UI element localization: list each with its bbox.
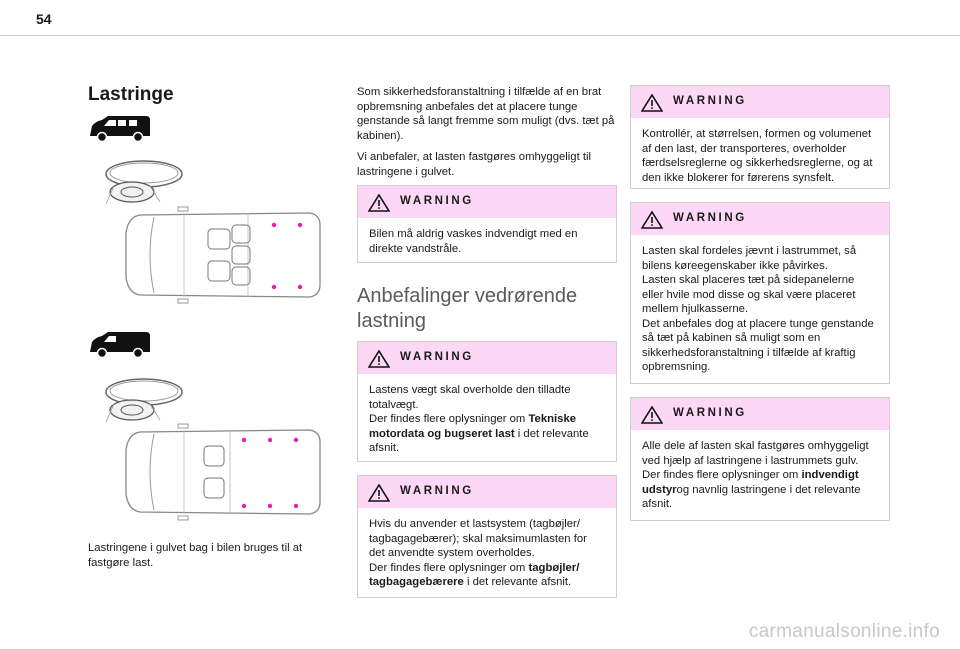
intro-paragraph: Som sikkerhedsforanstaltning i tilfælde …	[357, 86, 615, 142]
warning-header: WARNING	[631, 203, 889, 235]
warning-triangle-icon	[641, 94, 663, 112]
van-passenger-silhouette-icon	[90, 116, 150, 143]
warning-text: Lastens vægt skal overholde den tilladte…	[369, 384, 571, 411]
reference-link: Tekniske motordata og bugseret last	[369, 413, 577, 440]
warning-box-6: WARNING Alle dele af lasten skal fastgør…	[630, 397, 890, 521]
warning-triangle-icon	[368, 350, 390, 368]
warning-triangle-icon	[368, 484, 390, 502]
warning-text: Kontrollér, at størrelsen, formen og vol…	[642, 128, 873, 184]
van-cargo-silhouette-icon	[90, 332, 150, 359]
warning-label: WARNING	[400, 195, 474, 207]
vehicle-top-view-passenger	[125, 206, 321, 304]
warning-box-4: WARNING Kontrollér, at størrelsen, forme…	[630, 85, 890, 189]
warning-label: WARNING	[673, 95, 747, 107]
watermark: carmanualsonline.info	[748, 621, 940, 642]
warning-label: WARNING	[400, 485, 474, 497]
warning-box-2: WARNING Lastens vægt skal overholde den …	[357, 341, 617, 462]
warning-label: WARNING	[400, 351, 474, 363]
warning-box-3: WARNING Hvis du anvender et lastsystem (…	[357, 475, 617, 598]
warning-header: WARNING	[358, 342, 616, 374]
warning-triangle-icon	[368, 194, 390, 212]
reference-link: indvendigt udstyr	[642, 469, 859, 496]
vehicle-top-view-cargo	[125, 423, 321, 521]
warning-header: WARNING	[631, 398, 889, 430]
warning-text-reference: Der findes flere oplysninger om Tekniske…	[369, 413, 589, 454]
lashing-ring-detail-illustration	[105, 160, 183, 205]
subsection-title: Anbefalinger vedrørende lastning	[357, 285, 578, 332]
header-divider	[0, 35, 960, 36]
warning-header: WARNING	[631, 86, 889, 118]
warning-text: Hvis du anvender et lastsystem (tagbøjle…	[369, 518, 587, 559]
section-title: Lastringe	[88, 84, 174, 105]
lashing-ring-detail-illustration-2	[105, 378, 183, 423]
warning-label: WARNING	[673, 212, 747, 224]
reference-link: tagbøjler/ tagbagagebærere	[369, 561, 580, 589]
left-caption: Lastringene i gulvet bag i bilen bruges …	[88, 542, 303, 569]
warning-box-1: WARNING Bilen må aldrig vaskes indvendig…	[357, 185, 617, 263]
warning-text: Lasten skal fordeles jævnt i lastrummet,…	[642, 245, 857, 272]
warning-text: Alle dele af lasten skal fastgøres omhyg…	[642, 440, 869, 467]
warning-header: WARNING	[358, 476, 616, 508]
warning-label: WARNING	[673, 407, 747, 419]
warning-text: Bilen må aldrig vaskes indvendigt med en…	[369, 228, 578, 255]
warning-text-2: Lasten skal placeres tæt på sidepanelern…	[642, 274, 856, 315]
warning-box-5: WARNING Lasten skal fordeles jævnt i las…	[630, 202, 890, 384]
warning-text-3: Det anbefales dog at placere tunge genst…	[642, 317, 874, 374]
warning-text-reference: Der findes flere oplysninger om indvendi…	[642, 469, 861, 510]
intro-paragraph-2: Vi anbefaler, at lasten fastgøres omhygg…	[357, 151, 592, 178]
warning-header: WARNING	[358, 186, 616, 218]
warning-triangle-icon	[641, 211, 663, 229]
warning-text-reference: Der findes flere oplysninger om tagbøjle…	[369, 561, 580, 589]
page-number: 54	[36, 11, 52, 27]
warning-triangle-icon	[641, 406, 663, 424]
